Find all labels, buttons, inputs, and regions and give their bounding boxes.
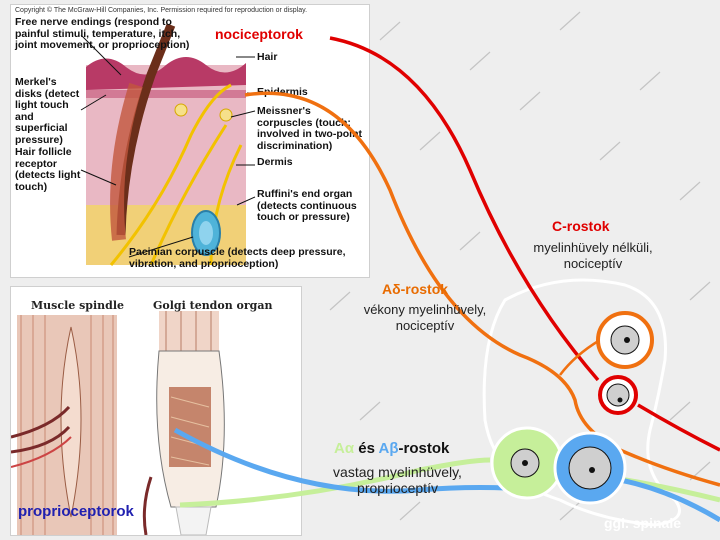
muscle-receptors-figure: Muscle spindle Golgi tendon organ	[10, 286, 302, 536]
nociceptorok-label: nociceptorok	[215, 26, 303, 42]
copyright-notice: Copyright © The McGraw-Hill Companies, I…	[15, 7, 308, 14]
aalpha-label: Aα	[334, 440, 355, 457]
abeta-label: Aβ	[378, 440, 399, 457]
aab-rostok-label: Aα és Aβ-rostok	[334, 440, 449, 457]
golgi-tendon-title: Golgi tendon organ	[153, 299, 273, 312]
merkel-disks-label: Merkel's disks (detect light touch and s…	[15, 76, 80, 146]
proprioceptorok-label: proprioceptorok	[18, 503, 134, 520]
pacinian-label: Pacinian corpuscle (detects deep pressur…	[129, 246, 346, 270]
ruffini-label: Ruffini's end organ (detects continuous …	[257, 188, 357, 223]
hair-follicle-label: Hair follicle receptor (detects light to…	[15, 146, 81, 193]
meissner-label: Meissner's corpuscles (touch: involved i…	[257, 105, 362, 152]
c-rostok-description: myelinhüvely nélküli, nociceptív	[533, 240, 653, 271]
rostok-suffix: -rostok	[398, 440, 450, 457]
es-connector: és	[354, 440, 379, 457]
epidermis-label: Epidermis	[257, 86, 308, 98]
hair-label: Hair	[257, 51, 278, 63]
adelta-rostok-label: Aδ-rostok	[382, 281, 449, 297]
free-nerve-endings-label: Free nerve endings (respond to painful s…	[15, 16, 190, 51]
adelta-rostok-description: vékony myelinhüvely, nociceptív	[363, 302, 487, 333]
muscle-spindle-title: Muscle spindle	[31, 299, 125, 312]
skin-illustration	[80, 23, 256, 266]
ggl-spinale-label: ggl. spinale	[604, 515, 682, 531]
dermis-label: Dermis	[257, 156, 293, 168]
c-rostok-label: C-rostok	[552, 218, 610, 234]
aab-rostok-description: vastag myelinhüvely, proprioceptív	[333, 464, 462, 496]
skin-receptors-figure: Copyright © The McGraw-Hill Companies, I…	[10, 4, 370, 278]
muscle-illustration	[11, 311, 225, 535]
